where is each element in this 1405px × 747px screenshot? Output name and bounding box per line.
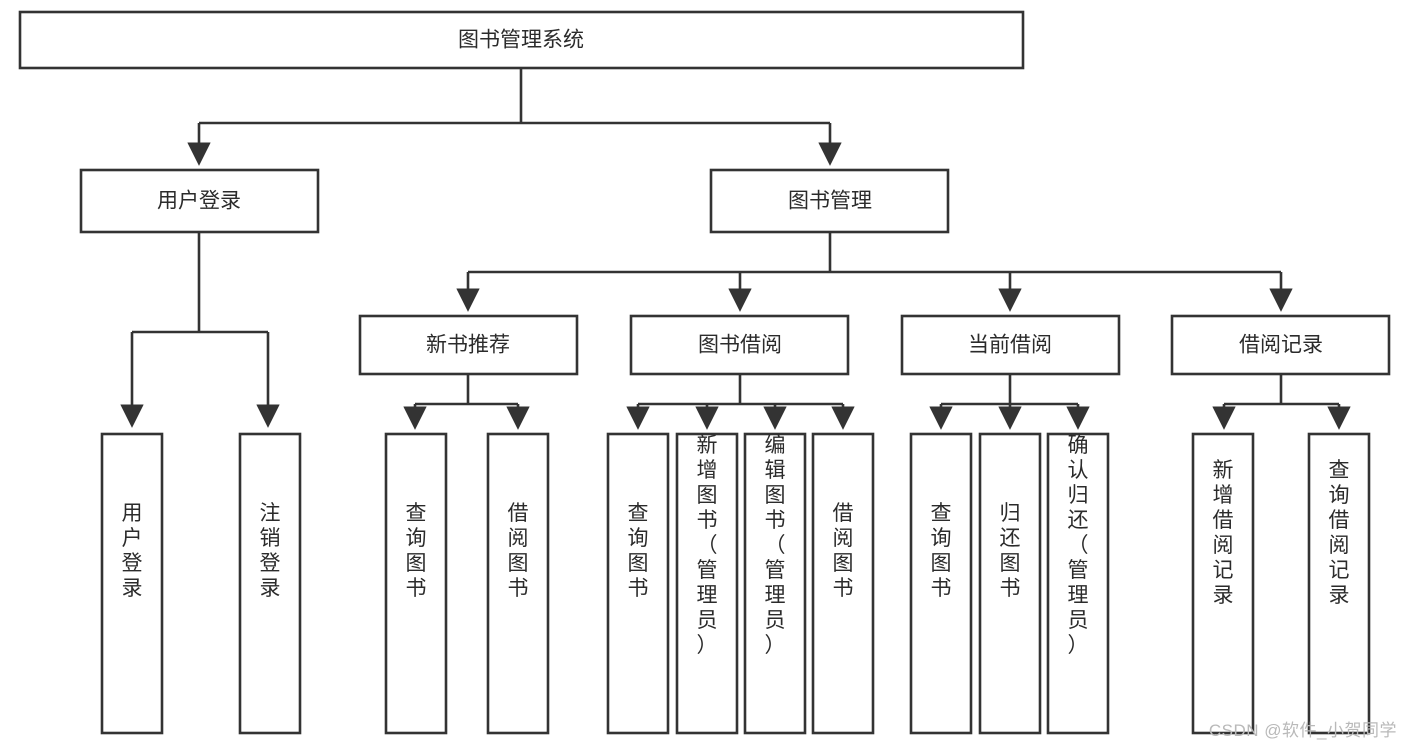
node-borrow-record[interactable]: 借阅记录 — [1170, 314, 1391, 376]
node-leaf-confirm-return-label: 确认归还（管理员） — [1068, 434, 1089, 657]
node-leaf-borrow-book-2[interactable]: 借阅图书 — [811, 432, 875, 735]
node-leaf-return-book[interactable]: 归还图书 — [978, 432, 1042, 735]
node-leaf-borrow-book-2-label: 借阅图书 — [833, 502, 854, 600]
node-user-login[interactable]: 用户登录 — [79, 168, 320, 234]
node-user-login-box[interactable] — [79, 168, 320, 234]
node-leaf-query-book-3-box[interactable] — [909, 432, 973, 735]
node-leaf-user-login-label: 用户登录 — [122, 502, 143, 600]
node-borrow-record-box[interactable] — [1170, 314, 1391, 376]
node-leaf-logout-box[interactable] — [238, 432, 302, 735]
node-new-book-recommend-box[interactable] — [358, 314, 579, 376]
connector-group-book-manage — [456, 232, 1293, 312]
node-leaf-query-book-3-label: 查询图书 — [931, 502, 952, 600]
node-leaf-query-book-2-label: 查询图书 — [628, 502, 649, 600]
node-leaf-borrow-book-1-label: 借阅图书 — [508, 502, 529, 600]
node-leaf-confirm-return-box[interactable] — [1046, 432, 1110, 735]
connector-group-book-borrow — [626, 374, 855, 430]
node-leaf-add-book[interactable]: 新增图书（管理员） — [675, 432, 739, 735]
connector-group-root — [187, 68, 842, 166]
node-new-book-recommend[interactable]: 新书推荐 — [358, 314, 579, 376]
node-user-login-label: 用户登录 — [157, 190, 241, 213]
node-book-borrow-box[interactable] — [629, 314, 850, 376]
node-leaf-query-record[interactable]: 查询借阅记录 — [1307, 432, 1371, 735]
node-new-book-recommend-label: 新书推荐 — [426, 334, 510, 357]
node-leaf-edit-book-box[interactable] — [743, 432, 807, 735]
node-leaf-query-book-2-box[interactable] — [606, 432, 670, 735]
node-leaf-logout-label: 注销登录 — [260, 502, 281, 600]
node-leaf-add-record-label: 新增借阅记录 — [1213, 459, 1234, 607]
node-root-box[interactable] — [18, 10, 1025, 70]
node-leaf-query-book-1-box[interactable] — [384, 432, 448, 735]
node-leaf-add-record-box[interactable] — [1191, 432, 1255, 735]
node-book-borrow-label: 图书借阅 — [698, 334, 782, 357]
node-root[interactable]: 图书管理系统 — [18, 10, 1025, 70]
connector-group-borrow-record — [1212, 374, 1351, 430]
node-leaf-query-book-2[interactable]: 查询图书 — [606, 432, 670, 735]
node-leaf-add-record[interactable]: 新增借阅记录 — [1191, 432, 1255, 735]
node-root-label: 图书管理系统 — [458, 29, 584, 52]
node-leaf-borrow-book-1-box[interactable] — [486, 432, 550, 735]
node-leaf-confirm-return[interactable]: 确认归还（管理员） — [1046, 432, 1110, 735]
connector-group-user-login — [120, 232, 280, 428]
node-leaf-borrow-book-1[interactable]: 借阅图书 — [486, 432, 550, 735]
node-leaf-edit-book[interactable]: 编辑图书（管理员） — [743, 432, 807, 735]
node-leaf-query-record-box[interactable] — [1307, 432, 1371, 735]
node-leaf-logout[interactable]: 注销登录 — [238, 432, 302, 735]
node-leaf-add-book-box[interactable] — [675, 432, 739, 735]
node-leaf-query-book-3[interactable]: 查询图书 — [909, 432, 973, 735]
connector-group-new-book-recommend — [403, 374, 530, 430]
connector-group-current-borrow — [929, 374, 1090, 430]
node-leaf-user-login[interactable]: 用户登录 — [100, 432, 164, 735]
node-book-manage-label: 图书管理 — [788, 190, 872, 213]
node-borrow-record-label: 借阅记录 — [1239, 334, 1323, 357]
node-book-borrow[interactable]: 图书借阅 — [629, 314, 850, 376]
node-leaf-return-book-box[interactable] — [978, 432, 1042, 735]
node-book-manage[interactable]: 图书管理 — [709, 168, 950, 234]
node-leaf-return-book-label: 归还图书 — [1000, 502, 1021, 600]
node-leaf-user-login-box[interactable] — [100, 432, 164, 735]
node-book-manage-box[interactable] — [709, 168, 950, 234]
node-current-borrow-box[interactable] — [900, 314, 1121, 376]
node-leaf-edit-book-label: 编辑图书（管理员） — [765, 434, 786, 657]
node-leaf-query-record-label: 查询借阅记录 — [1329, 459, 1350, 607]
node-current-borrow-label: 当前借阅 — [968, 334, 1052, 357]
node-leaf-query-book-1-label: 查询图书 — [406, 502, 427, 600]
node-leaf-add-book-label: 新增图书（管理员） — [697, 434, 718, 657]
node-current-borrow[interactable]: 当前借阅 — [900, 314, 1121, 376]
node-leaf-query-book-1[interactable]: 查询图书 — [384, 432, 448, 735]
node-leaf-borrow-book-2-box[interactable] — [811, 432, 875, 735]
